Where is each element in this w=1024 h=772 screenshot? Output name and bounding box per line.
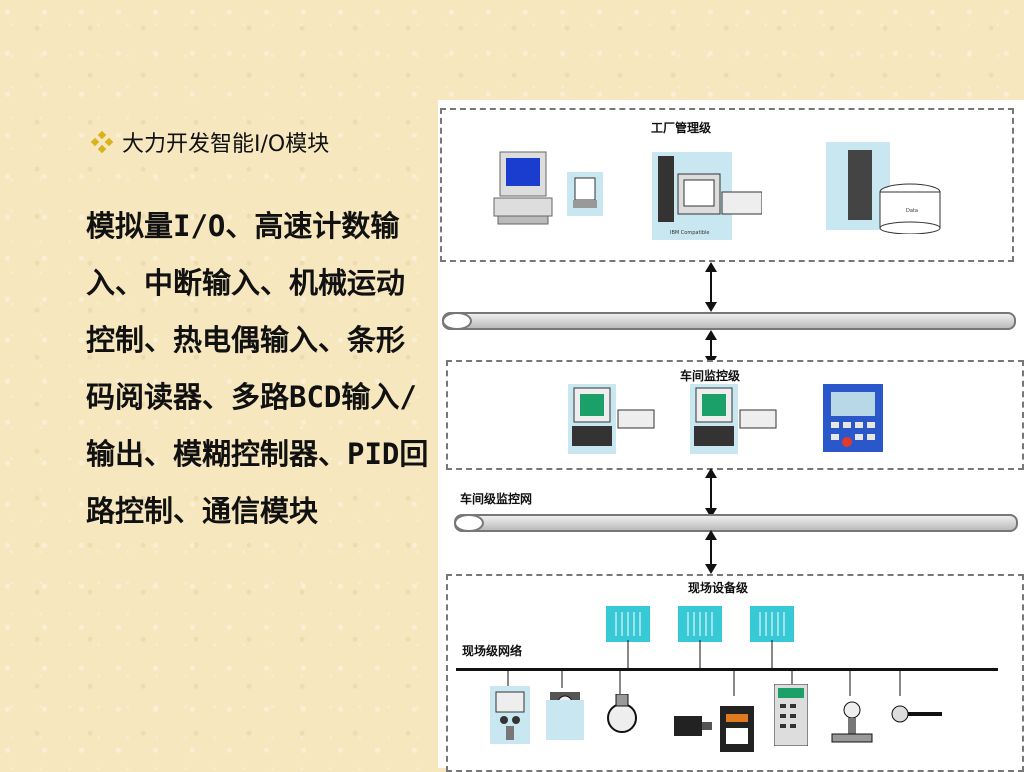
flowmeter-icon [831,701,873,743]
workshop-zone: 车间监控级 [446,360,1024,470]
control-panel-icon [823,384,883,452]
bullet-heading: 大力开发智能I/O模块 [90,126,329,158]
ibm-computer-icon [652,152,762,240]
io-module-icon [606,606,650,642]
double-arrow-icon [705,262,717,312]
drive-unit-icon [720,706,754,752]
module-drop-lines [627,640,773,668]
plc-rack-icon [774,684,808,746]
operator-station-icon [568,384,655,454]
workstation-icon [493,151,553,225]
motor-icon [674,716,712,736]
double-arrow-icon [705,530,717,574]
bullet-title: 大力开发智能I/O模块 [122,132,330,157]
field-network-label: 现场级网络 [462,644,523,658]
camera-sensor-backdrop [546,700,584,740]
file-server-icon [826,142,941,234]
network-diagram: 工厂管理级 IBM Compatible Data [438,100,1024,772]
pump-icon [607,694,637,733]
workshop-network-label: 车间级监控网 [460,492,533,506]
workshop-level-title: 车间监控级 [676,366,745,385]
operator-station-icon [690,384,777,454]
workshop-network-pipe [454,514,1018,532]
ibm-caption: IBM Compatible [670,230,710,236]
field-device-level-title: 现场设备级 [684,578,753,597]
diamond-bullet-icon [90,130,114,154]
data-caption: Data [906,208,918,214]
body-paragraph: 模拟量I/O、高速计数输入、中断输入、机械运动控制、热电偶输入、条形码阅读器、多… [86,209,429,528]
device-drop-lines [507,670,901,696]
io-module-icon [750,606,794,642]
pressure-transmitter-icon [891,705,942,723]
backbone-network-pipe [442,312,1016,330]
double-arrow-icon [705,468,717,518]
io-module-icon [678,606,722,642]
field-bus-line [456,668,998,671]
printer-icon [567,172,603,216]
valve-actuator-icon [490,686,530,744]
factory-level-title: 工厂管理级 [647,118,716,137]
factory-zone: 工厂管理级 IBM Compatible Data [440,108,1014,262]
